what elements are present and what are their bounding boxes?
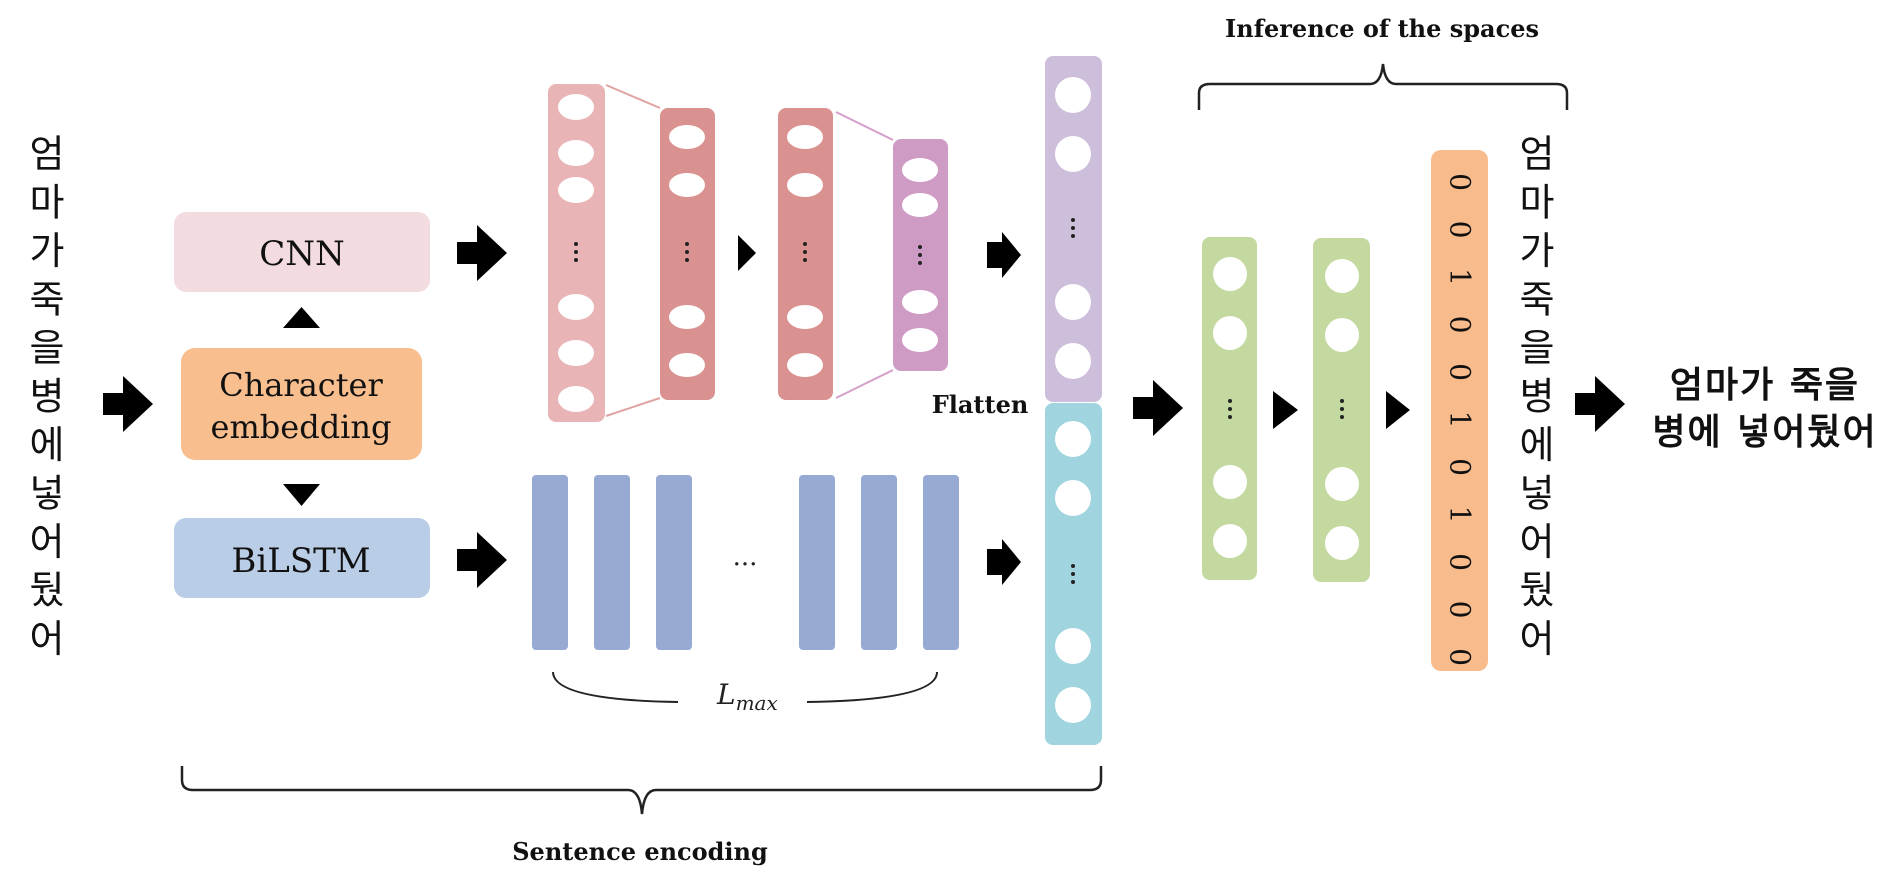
- input-sentence-char: 마: [30, 181, 65, 225]
- dense-arrow-2: [1386, 391, 1410, 429]
- input-sentence-char: 어: [30, 520, 65, 564]
- bilstm-ellipsis: ...: [733, 542, 758, 572]
- cnn-box: [174, 212, 430, 292]
- flatten-label: Flatten: [932, 390, 1029, 419]
- char-embedding-label-2: embedding: [211, 408, 392, 446]
- output-sentence-char: 에: [1520, 423, 1555, 467]
- lmax-brace-left: [552, 671, 679, 703]
- cnn-to-flatten-arrow: [987, 232, 1021, 278]
- char-embedding-box: [181, 348, 422, 460]
- bilstm-box: [174, 518, 430, 598]
- input-sentence-char: 죽: [30, 278, 65, 322]
- dense-arrow-1: [1273, 391, 1298, 429]
- output-sentence-char: 뒀: [1520, 569, 1555, 613]
- output-sentence-char: 가: [1520, 229, 1555, 273]
- cnn-network: [548, 84, 948, 422]
- sentence-encoding-brace: [180, 766, 1103, 815]
- cnn-output-arrow: [457, 225, 507, 281]
- binary-digit: 0: [1444, 221, 1477, 239]
- binary-digit: 0: [1444, 173, 1477, 191]
- output-sentence-char: 어: [1520, 617, 1555, 661]
- binary-digit: 0: [1444, 316, 1477, 334]
- output-sentence-char: 마: [1520, 181, 1555, 225]
- bilstm-label: BiLSTM: [231, 541, 370, 581]
- input-sentence-char: 뒀: [30, 569, 65, 613]
- output-sentence-char: 병: [1520, 375, 1555, 419]
- up-arrow-to-cnn: [283, 307, 320, 328]
- output-sentence-char: 어: [1520, 520, 1555, 564]
- binary-digit: 0: [1444, 553, 1477, 571]
- input-sentence-char: 을: [30, 326, 65, 370]
- binary-digit: 1: [1444, 268, 1477, 286]
- char-embedding-label-1: Character: [219, 366, 383, 404]
- output-sentence-char: 을: [1520, 326, 1555, 370]
- input-sentence-char: 어: [30, 617, 65, 661]
- input-sentence-char: 병: [30, 375, 65, 419]
- sentence-encoding-label: Sentence encoding: [512, 837, 768, 866]
- input-sentence-char: 에: [30, 423, 65, 467]
- binary-digit: 0: [1444, 458, 1477, 476]
- output-sentence-char: 죽: [1520, 278, 1555, 322]
- cnn-inner-arrow: [738, 235, 756, 271]
- lstm-to-flatten-arrow: [987, 539, 1021, 585]
- cnn-label: CNN: [259, 234, 345, 274]
- down-arrow-to-bilstm: [283, 484, 320, 506]
- output-sentence-char: 엄: [1520, 132, 1555, 176]
- result-line-2: 병에 넣어뒀어: [1652, 412, 1877, 453]
- binary-digit: 0: [1444, 601, 1477, 619]
- inference-brace: [1197, 63, 1569, 110]
- binary-digits: 0 0 1 0 0 1 0 1 0 0 0: [1444, 173, 1477, 666]
- binary-digit: 1: [1444, 411, 1477, 429]
- output-sentence-char: 넣: [1520, 472, 1555, 516]
- flatten-to-dense-arrow: [1133, 380, 1183, 436]
- inference-label: Inference of the spaces: [1225, 14, 1539, 43]
- bilstm-output-arrow: [457, 532, 507, 588]
- binary-output-column: [1431, 150, 1488, 671]
- result-arrow: [1575, 376, 1625, 432]
- lmax-label: Lmax: [716, 678, 778, 715]
- binary-digit: 0: [1444, 363, 1477, 381]
- binary-digit: 1: [1444, 506, 1477, 524]
- input-arrow: [103, 376, 153, 432]
- bilstm-bars: [532, 475, 959, 650]
- input-sentence-char: 넣: [30, 472, 65, 516]
- input-sentence-char: 엄: [30, 132, 65, 176]
- result-line-1: 엄마가 죽을: [1670, 365, 1860, 406]
- input-sentence-char: 가: [30, 229, 65, 273]
- lmax-brace-right: [806, 671, 938, 703]
- binary-digit: 0: [1444, 648, 1477, 666]
